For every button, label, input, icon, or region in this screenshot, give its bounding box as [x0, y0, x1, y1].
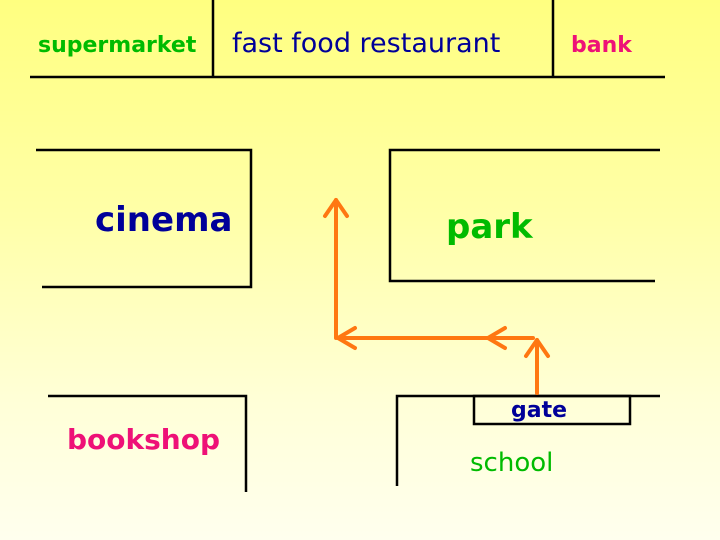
route-arrowhead-up-1 — [524, 338, 550, 358]
gate-label: gate — [511, 398, 568, 423]
route-arrowhead-left-1 — [486, 326, 507, 350]
supermarket-label: supermarket — [38, 33, 197, 58]
cinema-block — [36, 148, 253, 289]
bookshop-block — [48, 394, 248, 492]
gate-box — [472, 394, 632, 426]
school-label: school — [470, 448, 554, 478]
top-buildings-outline — [30, 0, 665, 79]
park-label: park — [446, 207, 533, 247]
route-arrows — [323, 198, 550, 395]
bookshop-label: bookshop — [67, 423, 221, 456]
fast-food-restaurant-label: fast food restaurant — [232, 28, 501, 59]
route-arrowhead-up-2 — [323, 198, 349, 218]
cinema-label: cinema — [95, 200, 233, 240]
park-block — [388, 148, 660, 283]
bank-label: bank — [571, 33, 632, 58]
